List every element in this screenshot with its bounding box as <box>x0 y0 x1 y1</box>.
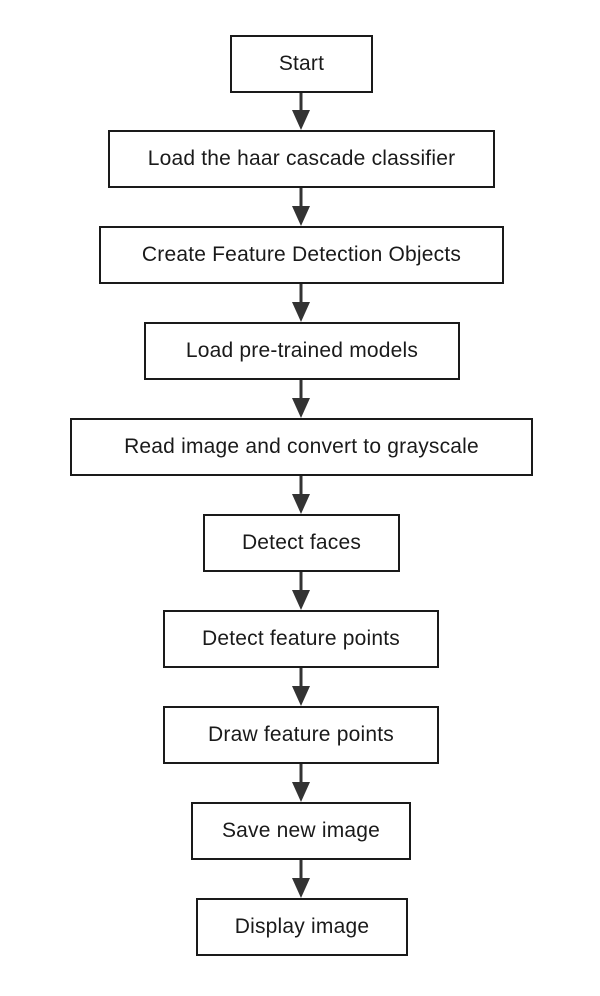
connector-load-models-to-read-image <box>292 380 310 418</box>
step-detect-faces: Detect faces <box>203 514 400 572</box>
step-label: Display image <box>234 915 370 938</box>
step-label: Create Feature Detection Objects <box>141 243 462 266</box>
connector-read-image-to-detect-faces <box>292 476 310 514</box>
step-save-new-image: Save new image <box>191 802 411 860</box>
step-label: Start <box>278 52 325 75</box>
connector-detect-points-to-draw-points <box>292 668 310 706</box>
step-label: Detect faces <box>241 531 362 554</box>
step-label: Save new image <box>221 819 381 842</box>
step-create-feature-objects: Create Feature Detection Objects <box>99 226 504 284</box>
step-label: Load the haar cascade classifier <box>147 147 456 170</box>
step-read-image: Read image and convert to grayscale <box>70 418 533 476</box>
step-label: Read image and convert to grayscale <box>124 435 479 458</box>
step-label: Detect feature points <box>202 627 400 650</box>
connector-create-objects-to-load-models <box>292 284 310 322</box>
connector-load-classifier-to-create-objects <box>292 188 310 226</box>
step-detect-feature-points: Detect feature points <box>163 610 439 668</box>
step-start: Start <box>230 35 373 93</box>
connector-draw-points-to-save-image <box>292 764 310 802</box>
step-load-classifier: Load the haar cascade classifier <box>108 130 495 188</box>
step-label: Draw feature points <box>208 723 394 746</box>
connector-detect-faces-to-detect-points <box>292 572 310 610</box>
step-label: Load pre-trained models <box>185 339 419 362</box>
connector-start-to-load-classifier <box>292 93 310 130</box>
step-load-models: Load pre-trained models <box>144 322 460 380</box>
connector-save-image-to-display-image <box>292 860 310 898</box>
step-draw-feature-points: Draw feature points <box>163 706 439 764</box>
step-display-image: Display image <box>196 898 408 956</box>
